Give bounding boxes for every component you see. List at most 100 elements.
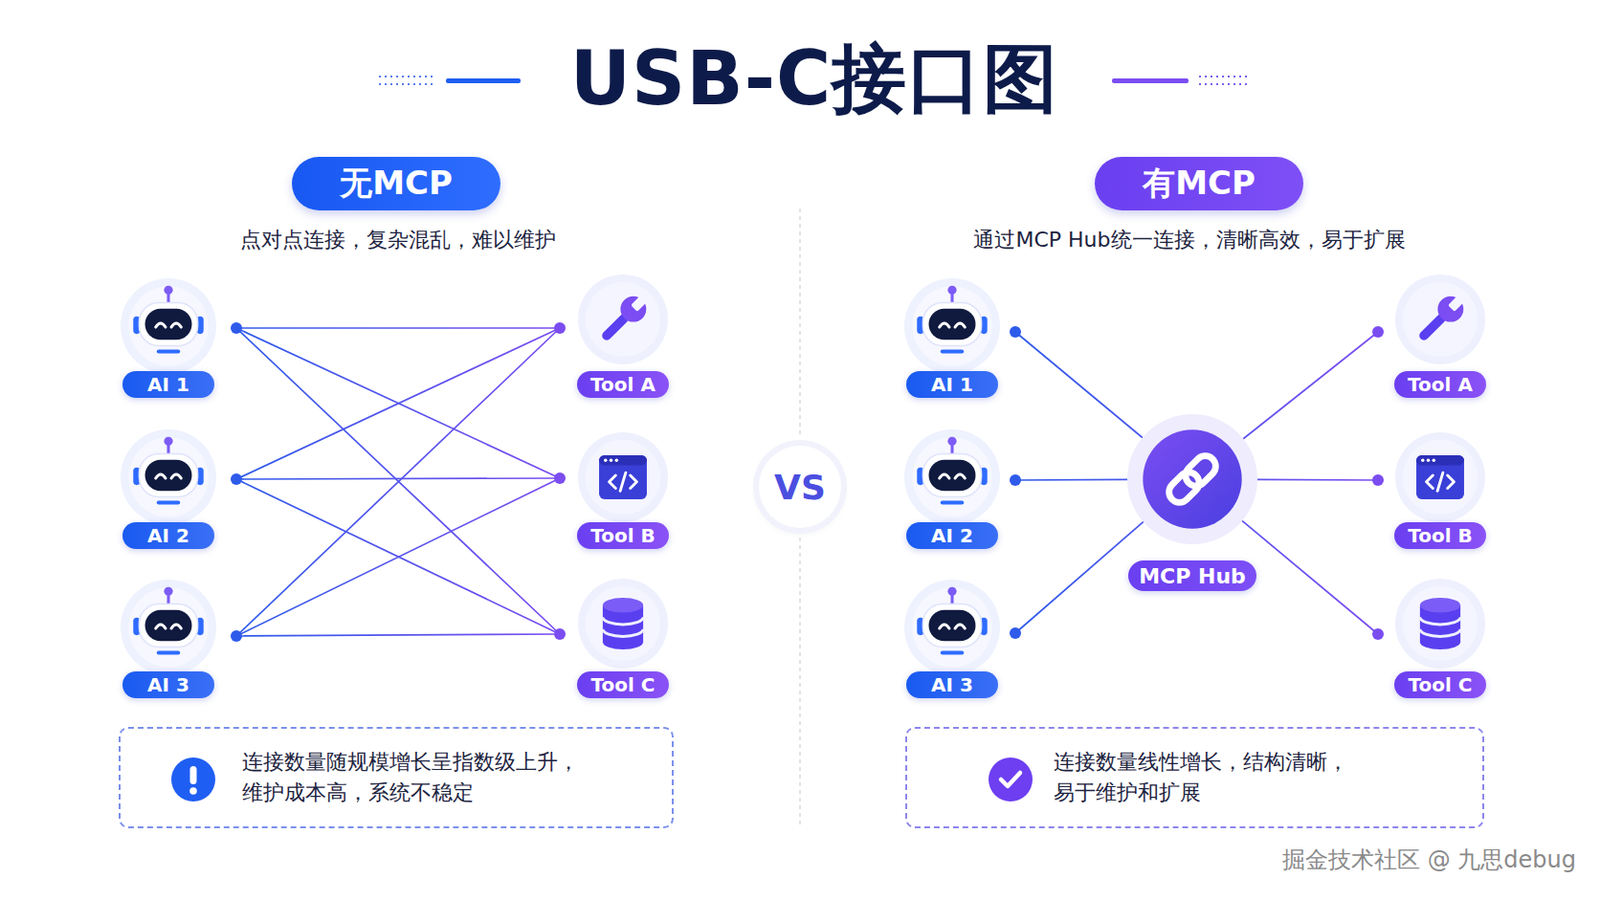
title-ornament-left (378, 76, 521, 85)
title-ornament-right (1111, 76, 1250, 85)
robot-eyes (939, 624, 966, 629)
db-icon (1394, 577, 1487, 670)
check-icon (987, 756, 1034, 803)
icon-bg (904, 579, 1000, 676)
robot-eyes (155, 624, 182, 629)
icon-disc (988, 757, 1033, 802)
heading-text: 有MCP (1142, 161, 1256, 206)
connector-line (1015, 332, 1143, 438)
icon-bg-inner (911, 437, 993, 518)
robot-eyes (155, 323, 182, 328)
window-bar (1416, 455, 1465, 467)
dot-line (1199, 83, 1250, 86)
robot-face (929, 309, 977, 341)
wrench-head (615, 290, 652, 328)
connector-line (1015, 522, 1144, 634)
connector-dot (1009, 474, 1022, 487)
name-tag: Tool A (577, 371, 669, 399)
robot-neck (940, 650, 964, 655)
divider (799, 208, 801, 437)
database-top (602, 598, 644, 613)
connector-line (236, 327, 560, 330)
icon-bg (904, 429, 1000, 526)
connector-line (236, 634, 560, 637)
icon-bg (577, 432, 668, 523)
robot-neck (156, 650, 180, 655)
name-tag: AI 1 (122, 371, 215, 399)
connector-dot (1372, 326, 1384, 338)
icon-bg (120, 579, 217, 676)
accent-bar (445, 78, 521, 84)
heading-pill: 有MCP (1094, 156, 1304, 211)
icon-bg-inner (911, 286, 993, 367)
hub-circle (1127, 414, 1258, 545)
tool-avatar (1394, 431, 1487, 524)
name-tag: Tool A (1394, 371, 1487, 399)
name-tag: AI 2 (906, 522, 999, 550)
diagram-title: USB-C接口图 (570, 29, 1060, 131)
window-dot (615, 459, 619, 463)
window-frame (1416, 455, 1465, 500)
tool-node: Tool C (559, 588, 669, 681)
robot-eyes (939, 323, 966, 328)
subtitle: 点对点连接，复杂混乱，难以维护 (240, 225, 556, 255)
window-dot (603, 459, 607, 463)
database-rings (1420, 617, 1461, 637)
tool-avatar (577, 577, 669, 670)
wrench-head (1432, 290, 1469, 328)
robot-face (929, 610, 977, 643)
robot-icon (119, 277, 218, 376)
robot-icon (903, 428, 1001, 527)
name-tag: Tool C (1394, 671, 1487, 699)
exclaim-bar (190, 766, 198, 785)
connector-dot (1009, 627, 1022, 640)
connector-line (236, 478, 560, 480)
dot-line (378, 75, 433, 78)
name-tag: AI 1 (906, 371, 999, 399)
robot-avatar (119, 428, 218, 527)
code-icon (577, 431, 669, 524)
check-mark (1000, 773, 1021, 787)
name-tag: AI 3 (906, 671, 999, 699)
link-ring (1180, 451, 1220, 490)
tool-node: Tool A (1377, 286, 1487, 378)
accent-bar (1111, 78, 1189, 84)
robot-avatar (903, 277, 1001, 376)
icon-bg-inner (1402, 586, 1479, 663)
robot-face (145, 309, 193, 341)
robot-head (922, 303, 981, 347)
note-box: 连接数量线性增长，结构清晰， 易于维护和扩展 (905, 727, 1485, 829)
connector-dot (554, 472, 566, 485)
icon-bg-inner (585, 440, 662, 516)
icon-bg (1395, 432, 1486, 523)
robot-head (138, 604, 198, 648)
watermark: 掘金技术社区 @ 九思debug (1282, 844, 1577, 876)
icon-bg-inner (911, 587, 993, 668)
antenna-ball (947, 286, 956, 295)
robot-icon (119, 428, 218, 527)
link-symbol (1164, 451, 1221, 508)
robot-neck (156, 500, 180, 505)
ai-node: AI 3 (119, 587, 237, 686)
robot-icon (903, 578, 1001, 677)
robot-head (138, 454, 198, 498)
connector-line (1242, 521, 1378, 635)
icon-bg (1395, 274, 1486, 365)
icon-bg-inner (585, 282, 662, 358)
connector-line (236, 328, 560, 635)
connector-line (1015, 479, 1128, 482)
database-rings (602, 617, 644, 637)
connector-dot (554, 322, 566, 334)
connector-dot (1372, 628, 1384, 641)
exclaim-dot (189, 787, 198, 796)
wrench-notch (1447, 294, 1466, 312)
note-text: 连接数量线性增长，结构清晰， 易于维护和扩展 (1053, 747, 1361, 809)
icon-bg-inner (128, 587, 209, 668)
ai-node: AI 2 (119, 430, 237, 529)
window-dot (1421, 459, 1424, 463)
robot-head (922, 604, 981, 648)
name-tag: Tool C (577, 671, 669, 699)
tool-node: Tool C (1377, 588, 1487, 681)
window-dot (1432, 459, 1436, 463)
antenna-ball (163, 587, 173, 597)
